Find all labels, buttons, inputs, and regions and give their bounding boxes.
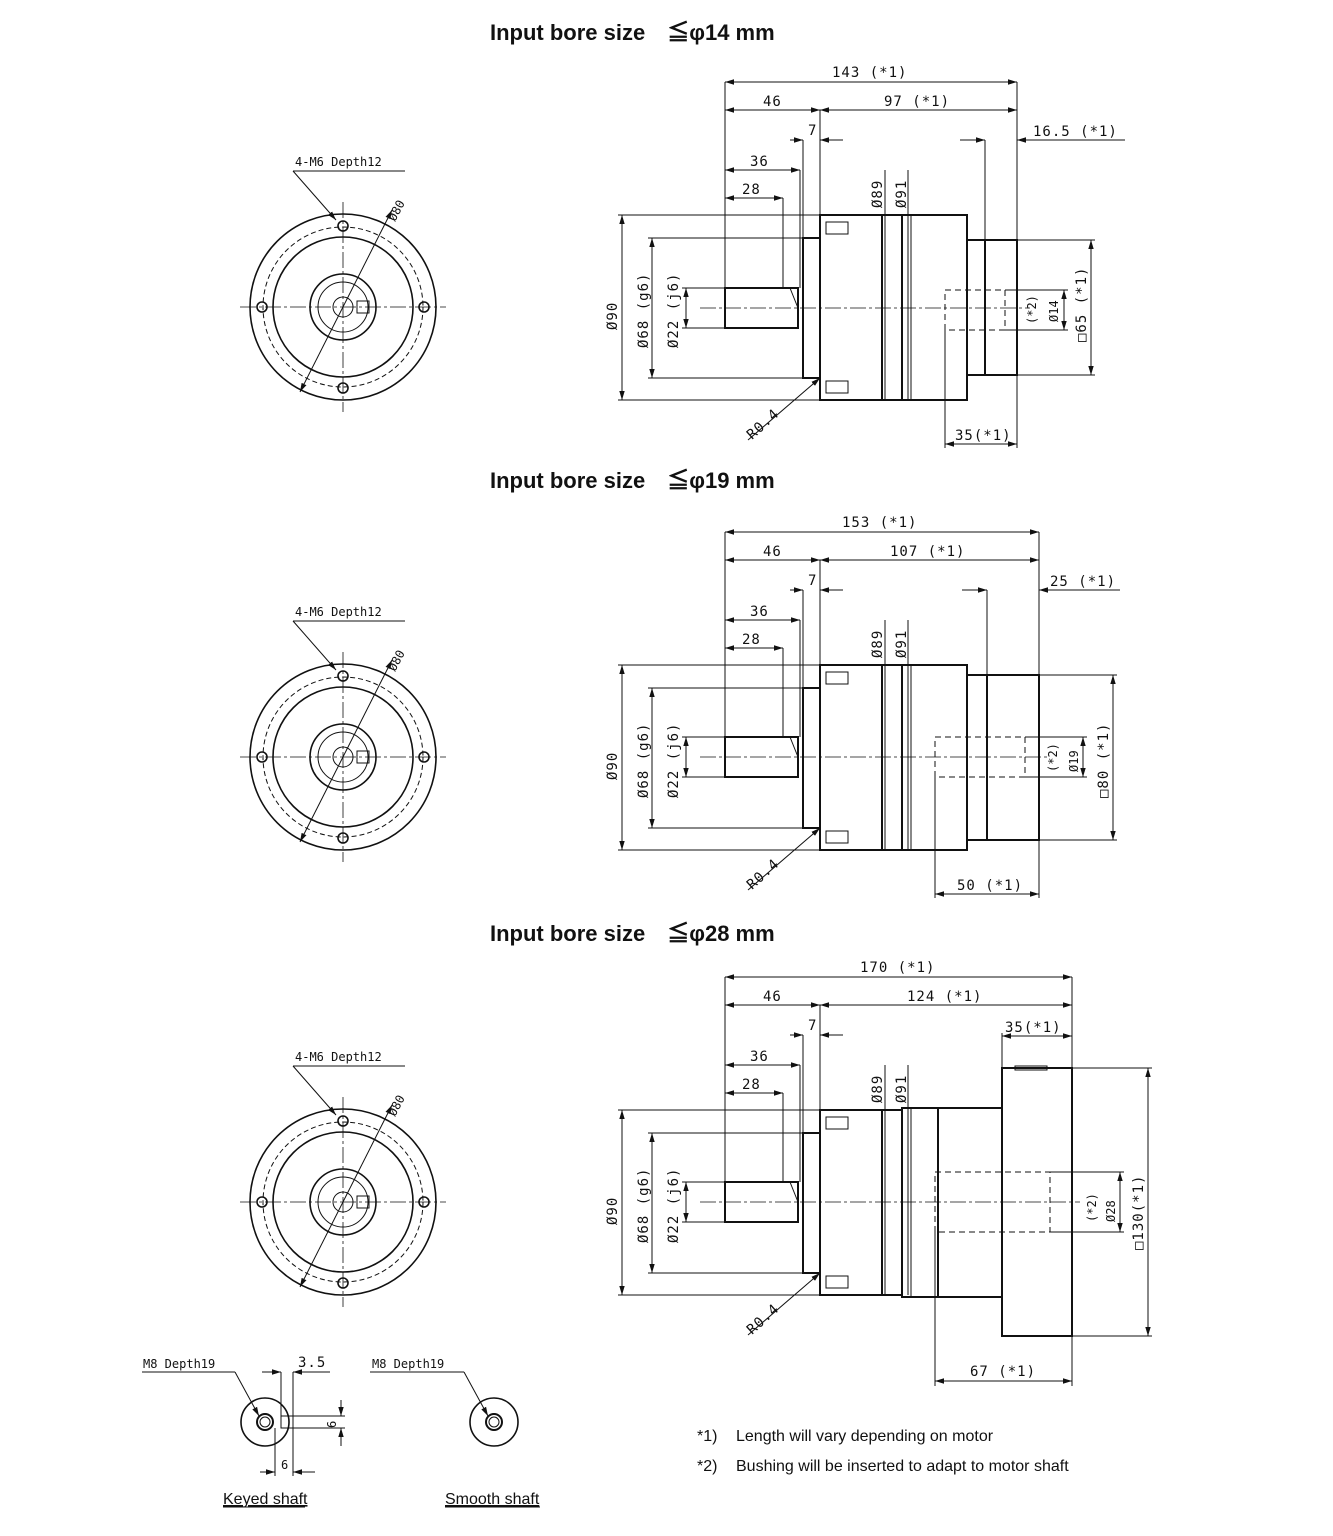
dim-motor-flange: 16.5 (*1) (1033, 124, 1118, 140)
bore-tag: (*2) (1085, 1193, 1099, 1222)
section-title: Input bore size ≦φ14 mm (490, 20, 775, 45)
dim-36: 36 (750, 1049, 769, 1065)
footnotes: *1) Length will vary depending on motor … (697, 1428, 1069, 1475)
key-width-label: 3.5 (298, 1355, 326, 1371)
section-bore-28: Input bore size ≦φ28 mm 4-M6 Depth12 Ø80 (240, 921, 1152, 1386)
dim-bore: Ø14 (1047, 300, 1061, 322)
dim-square: □130(*1) (1131, 1175, 1147, 1250)
dim-d68: Ø68 (g6) (636, 723, 652, 798)
key-offset-label: 6 (281, 1458, 288, 1472)
dim-28: 28 (742, 182, 761, 198)
dim-adapter-length: 67 (*1) (970, 1364, 1036, 1380)
note-2-mark: *2) (697, 1458, 717, 1475)
dim-d90: Ø90 (605, 302, 621, 330)
dim-radius: R0.4 (744, 406, 783, 443)
dim-adapter-length: 35(*1) (955, 428, 1012, 444)
smooth-shaft-detail: M8 Depth19 Smooth shaft (370, 1357, 540, 1508)
smooth-thread-label: M8 Depth19 (372, 1357, 444, 1371)
dim-step: 7 (808, 573, 817, 589)
dim-radius: R0.4 (744, 1301, 783, 1338)
dim-body-length: 97 (*1) (884, 94, 950, 110)
dim-bore: Ø19 (1067, 750, 1081, 772)
dim-d22: Ø22 (j6) (666, 723, 682, 798)
dim-body-length: 107 (*1) (890, 544, 965, 560)
dim-square: □80 (*1) (1096, 723, 1112, 798)
dim-flange-length: 46 (763, 94, 782, 110)
side-view: 170 (*1) 46 124 (*1) 7 36 28 35(*1) Ø89 … (605, 960, 1152, 1386)
bore-tag: (*2) (1046, 743, 1060, 772)
dim-d89: Ø89 (870, 630, 886, 658)
dim-d22: Ø22 (j6) (666, 1168, 682, 1243)
pcd-label: Ø80 (385, 1093, 408, 1119)
dim-square: □65 (*1) (1074, 267, 1090, 342)
dim-motor-flange: 25 (*1) (1050, 574, 1116, 590)
section-bore-19: Input bore size ≦φ19 mm 4-M6 Depth12 Ø80 (240, 468, 1120, 898)
dim-d89: Ø89 (870, 1075, 886, 1103)
bore-tag: (*2) (1025, 295, 1039, 324)
front-view: 4-M6 Depth12 Ø80 (240, 1050, 446, 1307)
section-bore-14: Input bore size ≦φ14 mm 4-M6 Depth12 Ø80 (240, 20, 1125, 448)
smooth-shaft-caption: Smooth shaft (445, 1491, 540, 1508)
dim-d91: Ø91 (894, 1075, 910, 1103)
dim-36: 36 (750, 604, 769, 620)
dim-flange-length: 46 (763, 544, 782, 560)
keyed-thread-label: M8 Depth19 (143, 1357, 215, 1371)
dim-d68: Ø68 (g6) (636, 273, 652, 348)
dim-overall: 170 (*1) (860, 960, 935, 976)
dim-bore: Ø28 (1104, 1200, 1118, 1222)
section-title: Input bore size ≦φ28 mm (490, 921, 775, 946)
keyed-shaft-detail: M8 Depth19 3.5 6 6 Keyed shaft (142, 1355, 345, 1508)
side-view: 153 (*1) 46 107 (*1) 7 36 28 25 (*1) Ø89… (605, 515, 1120, 898)
pcd-label: Ø80 (385, 648, 408, 674)
dim-d89: Ø89 (870, 180, 886, 208)
section-title: Input bore size ≦φ19 mm (490, 468, 775, 493)
note-2-text: Bushing will be inserted to adapt to mot… (736, 1458, 1069, 1475)
dim-d90: Ø90 (605, 752, 621, 780)
dim-step: 7 (808, 123, 817, 139)
front-view: 4-M6 Depth12 Ø80 (240, 605, 446, 862)
dim-36: 36 (750, 154, 769, 170)
keyed-shaft-caption: Keyed shaft (223, 1491, 308, 1508)
side-view: 143 (*1) 46 97 (*1) 7 36 28 16.5 (*1) Ø8… (605, 65, 1125, 448)
note-1-mark: *1) (697, 1428, 717, 1445)
thread-label: 4-M6 Depth12 (295, 605, 382, 619)
dim-overall: 153 (*1) (842, 515, 917, 531)
dim-body-length: 124 (*1) (907, 989, 982, 1005)
dim-d91: Ø91 (894, 180, 910, 208)
dim-radius: R0.4 (744, 856, 783, 893)
dim-d22: Ø22 (j6) (666, 273, 682, 348)
note-1-text: Length will vary depending on motor (736, 1428, 994, 1445)
dim-28: 28 (742, 1077, 761, 1093)
dim-d91: Ø91 (894, 630, 910, 658)
dim-d90: Ø90 (605, 1197, 621, 1225)
dim-adapter-length: 50 (*1) (957, 878, 1023, 894)
dim-28: 28 (742, 632, 761, 648)
thread-label: 4-M6 Depth12 (295, 155, 382, 169)
dim-flange-length: 46 (763, 989, 782, 1005)
dim-step: 7 (808, 1018, 817, 1034)
key-height-label: 6 (325, 1421, 339, 1428)
pcd-label: Ø80 (385, 198, 408, 224)
dim-motor-flange: 35(*1) (1005, 1020, 1062, 1036)
front-view: 4-M6 Depth12 Ø80 (240, 155, 446, 412)
thread-label: 4-M6 Depth12 (295, 1050, 382, 1064)
dim-overall: 143 (*1) (832, 65, 907, 81)
dim-d68: Ø68 (g6) (636, 1168, 652, 1243)
